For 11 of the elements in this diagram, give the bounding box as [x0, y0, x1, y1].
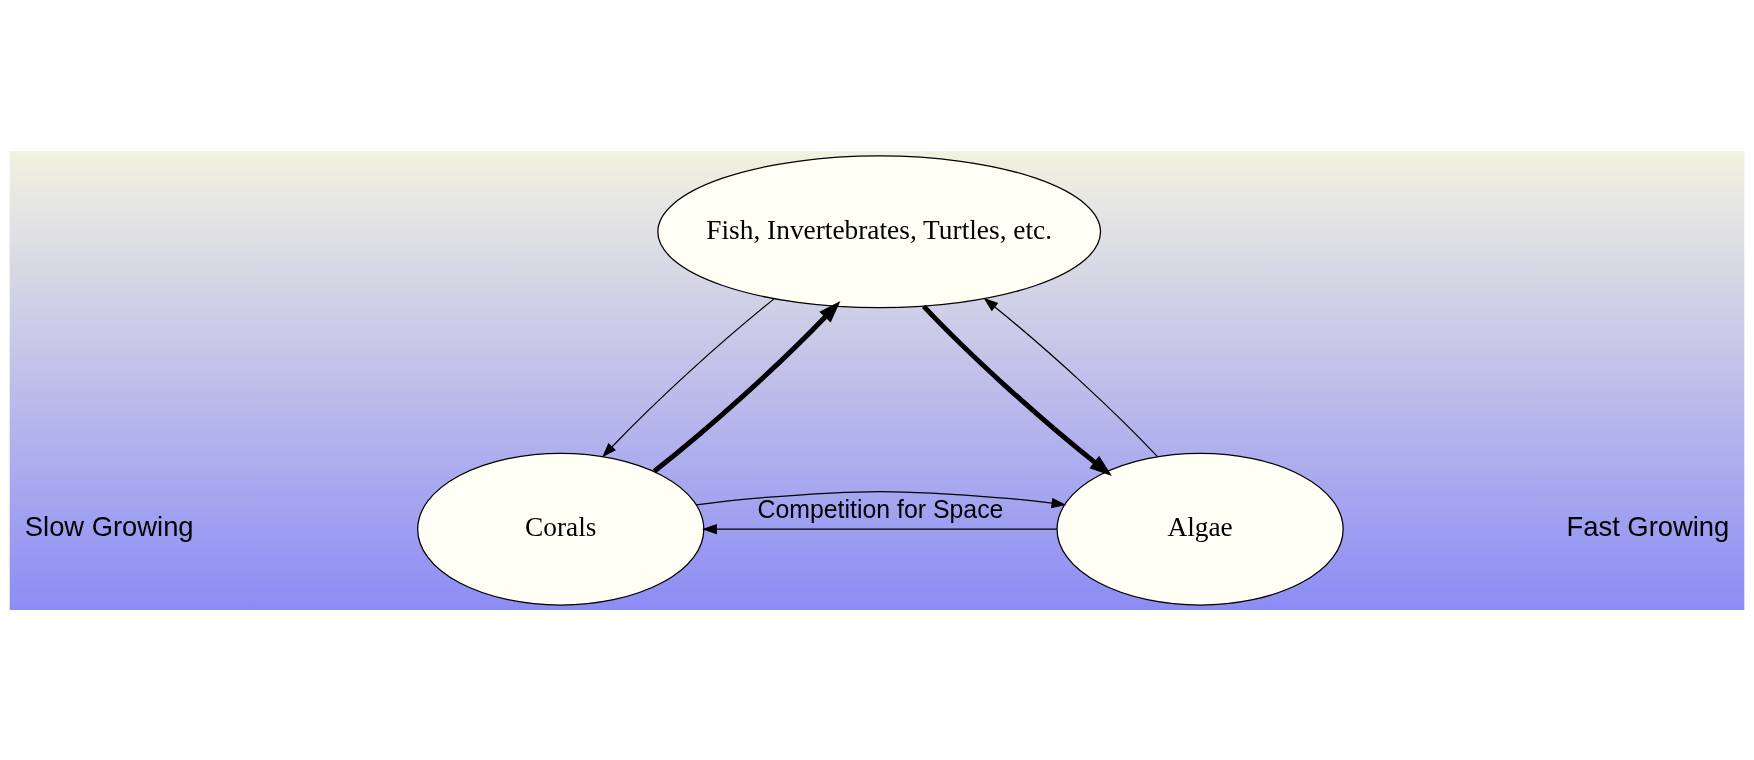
node-ellipse: Fish, Invertebrates, Turtles, etc.	[657, 154, 1102, 308]
arrow	[701, 523, 1058, 534]
node-ellipse: Corals	[417, 452, 705, 606]
arrow	[602, 297, 775, 457]
label: Slow Growing	[24, 510, 194, 542]
arrow	[983, 297, 1159, 457]
arrow	[921, 304, 1112, 476]
arrow	[695, 490, 1067, 508]
edge-label: Competition for Space	[757, 494, 1004, 523]
arrow	[652, 300, 841, 473]
label: Fast Growing	[1566, 510, 1730, 542]
